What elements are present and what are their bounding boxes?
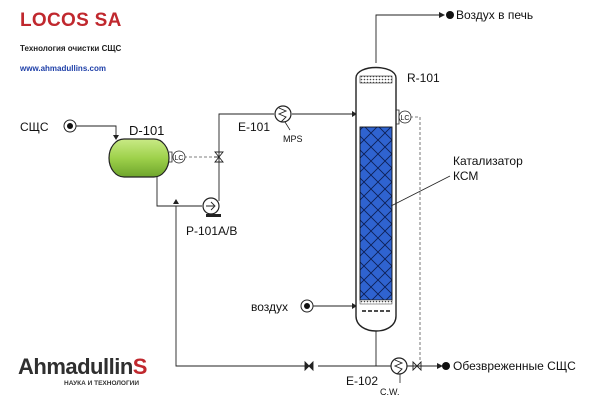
process-lines [76, 14, 443, 367]
label-heater: E-101 [238, 120, 270, 134]
catalyst-bed [359, 126, 393, 301]
arrowheads [113, 12, 445, 369]
lc-d101[interactable]: LC [169, 150, 186, 164]
reactor-r101[interactable] [355, 66, 397, 332]
brand-subtitle: Технология очистки СЩС [20, 44, 122, 53]
recycle-line [175, 206, 310, 367]
cooler-e102[interactable] [390, 357, 408, 383]
label-cw: C.W. [380, 387, 400, 397]
lc-r101[interactable]: LC [396, 109, 412, 125]
valve-feed-control[interactable] [214, 151, 224, 163]
valve-product-control[interactable] [412, 360, 422, 372]
pump-to-heater-line [218, 113, 274, 201]
catalyst-leader [390, 175, 451, 207]
label-pump: P-101A/B [186, 224, 237, 238]
lc-d101-label: LC [175, 155, 184, 162]
logo-tagline: НАУКА И ТЕХНОЛОГИИ [64, 380, 140, 387]
label-catalyst-2: КСМ [453, 169, 478, 183]
label-drum: D-101 [129, 123, 164, 138]
feed-line [76, 125, 117, 139]
label-air-in: воздух [251, 300, 288, 314]
reactor-bottom-support [359, 299, 393, 305]
label-feed: СЩС [20, 120, 49, 134]
brand-url[interactable]: www.ahmadullins.com [20, 64, 106, 73]
drum-to-pump-line [156, 177, 202, 207]
label-air-to-furnace: Воздух в печь [456, 8, 533, 22]
label-reactor: R-101 [407, 71, 440, 85]
feed-nozzle-sshs[interactable] [63, 119, 77, 133]
control-lines [184, 116, 421, 360]
offgas-line [375, 14, 443, 63]
product-nozzle[interactable] [442, 362, 450, 370]
label-cooler: E-102 [346, 374, 378, 388]
valve-recycle[interactable] [304, 360, 314, 372]
brand-title: LOCOS SA [20, 10, 122, 31]
lc-r101-label: LC [401, 115, 410, 122]
pump-p101[interactable] [202, 197, 221, 217]
heater-e101[interactable] [274, 105, 292, 131]
offgas-nozzle[interactable] [446, 11, 454, 19]
company-logo: AhmadullinS НАУКА И ТЕХНОЛОГИИ [18, 354, 148, 388]
label-product: Обезвреженные СЩС [453, 359, 576, 373]
logo-name-accent: S [132, 354, 148, 379]
logo-name-main: Ahmadullin [18, 354, 133, 379]
reactor-top-packing [359, 75, 393, 84]
drum-d101[interactable] [108, 138, 170, 178]
label-catalyst-1: Катализатор [453, 154, 523, 168]
lc-r101-signal [410, 116, 421, 360]
air-nozzle[interactable] [300, 299, 314, 313]
label-mps: MPS [283, 134, 303, 144]
